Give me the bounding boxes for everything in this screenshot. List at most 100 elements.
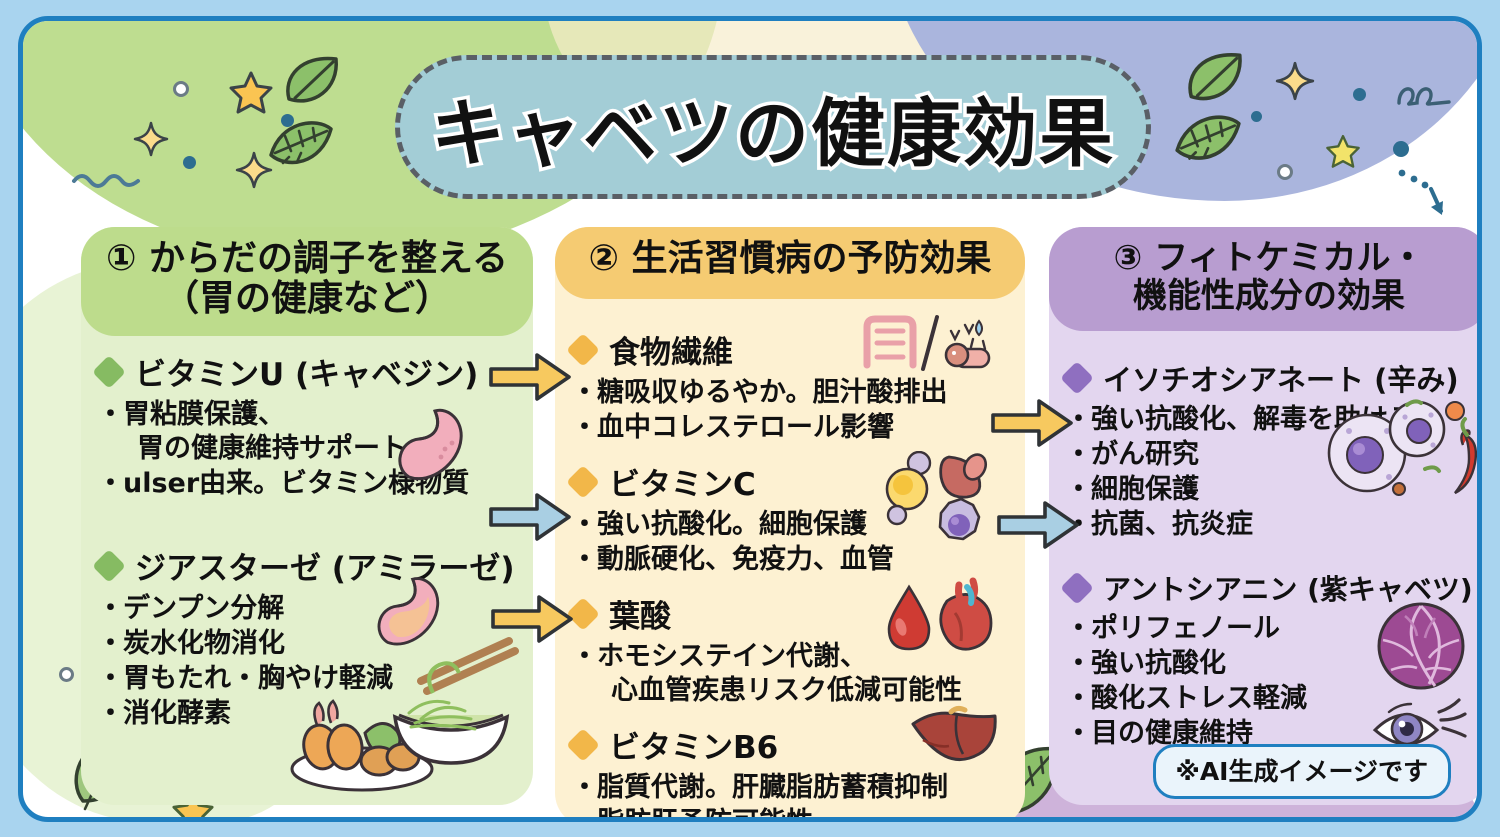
section-title-row: イソチオシアネート (辛み) (1060, 357, 1473, 399)
section-folate: 葉酸 ホモシステイン代謝、 心血管疾患リスク低減可能性 (566, 577, 1009, 708)
column-1-number: ① (106, 238, 137, 279)
ring-doodle (1277, 164, 1293, 180)
bullet-line: ポリフェノール (1091, 613, 1280, 645)
bullet-list: ホモシステイン代謝、 心血管疾患リスク低減可能性 (571, 640, 1009, 708)
section-vitamin-b6: ビタミンB6 脂質代謝。肝臓脂肪蓄積抑制 脂肪肝予防可能性 (566, 706, 1009, 817)
section-vitamin-u: ビタミンU (キャベジン) 胃粘膜保護、 胃の健康維持サポート ulser由来。… (92, 349, 517, 501)
column-phytochemicals: ③ フィトケミカル・ 機能性成分の効果 イソチオシアネート (辛み) 強い抗酸化… (1049, 227, 1477, 805)
section-title: アントシアニン (紫キャベツ) (1099, 568, 1477, 608)
section-dietary-fiber: 食物繊維 糖吸収ゆるやか。胆汁酸排出 血中コレステロール影響 (566, 315, 1009, 445)
column-2-heading-line1: 生活習慣病の予防効果 (631, 238, 992, 279)
bullet-line: デンプン分解 (123, 593, 285, 625)
bullet-line: 動脈硬化、免疫力、血管 (597, 544, 894, 576)
loop-squiggle-doodle (1395, 81, 1455, 113)
bullet-list: ポリフェノール 強い抗酸化 酸化ストレス軽減 目の健康維持 (1065, 612, 1473, 751)
section-title-row: ビタミンB6 (566, 722, 1009, 767)
arrow-col2-to-col3-bottom (995, 499, 1081, 551)
poster-card: キャベツの健康効果 ① からだの調子を整える （胃の健康など） ビタミンU (キ… (18, 16, 1482, 822)
diamond-bullet-icon (92, 548, 126, 583)
bullet-line: 強い抗酸化、解毒を助ける (1091, 404, 1415, 435)
list-item: 酸化ストレス軽減 (1065, 682, 1473, 716)
bullet-line: 消化酵素 (123, 698, 231, 730)
column-1-heading-line2: （胃の健康など） (162, 278, 451, 320)
list-item: 胃もたれ・胸やけ軽減 (97, 662, 517, 696)
section-title-row: 食物繊維 (566, 327, 1009, 372)
diamond-bullet-icon (566, 727, 600, 762)
list-item: 脂質代謝。肝臓脂肪蓄積抑制 (571, 771, 1009, 805)
section-title: ビタミンU (キャベジン) (131, 349, 483, 394)
page-title: キャベツの健康効果 (428, 87, 1117, 180)
section-title-row: ジアスターゼ (アミラーゼ) (92, 543, 519, 588)
column-1-heading-line1: からだの調子を整える (149, 238, 508, 279)
section-diastase: ジアスターゼ (アミラーゼ) デンプン分解 炭水化物消化 胃もたれ・胸やけ軽減 … (92, 543, 519, 731)
bullet-line: 胃粘膜保護、 (123, 399, 285, 430)
dotted-arrow-doodle (1397, 167, 1457, 227)
squiggle-doodle (71, 169, 141, 193)
column-2-header: ② 生活習慣病の予防効果 (555, 227, 1025, 300)
bullet-line: 酸化ストレス軽減 (1091, 683, 1307, 715)
star-icon (228, 69, 274, 119)
bullet-line: 強い抗酸化 (1091, 648, 1226, 680)
list-item: ポリフェノール (1065, 612, 1473, 646)
list-item: 強い抗酸化 (1065, 647, 1473, 681)
list-item: 血中コレステロール影響 (571, 411, 1009, 445)
sparkle-icon (133, 121, 169, 161)
bullet-line: 強い抗酸化。細胞保護 (597, 509, 867, 541)
sparkle-icon (1275, 61, 1315, 105)
column-3-header: ③ フィトケミカル・ 機能性成分の効果 (1049, 227, 1477, 332)
arrow-col2-to-col3-top (989, 397, 1075, 449)
bullet-line: ホモシステイン代謝、 (597, 641, 867, 673)
leaf-icon (1171, 113, 1243, 169)
section-title-row: ビタミンU (キャベジン) (92, 349, 517, 394)
dot-doodle (1353, 88, 1366, 101)
dot-doodle (183, 156, 196, 169)
list-item: 強い抗酸化。細胞保護 (571, 508, 1009, 542)
list-item: 胃粘膜保護、 胃の健康維持サポート (97, 398, 517, 466)
bullet-line: 炭水化物消化 (123, 628, 285, 660)
bullet-line-cont: 心血管疾患リスク低減可能性 (611, 675, 962, 707)
section-title: ジアスターゼ (アミラーゼ) (131, 543, 519, 588)
section-title: ビタミンB6 (605, 722, 783, 767)
bullet-line: 脂肪肝予防可能性 (597, 807, 813, 817)
column-lifestyle-disease: ② 生活習慣病の予防効果 食物繊維 糖吸収ゆるやか。胆汁酸排出 血中コレステロー… (555, 227, 1025, 817)
list-item: 消化酵素 (97, 697, 517, 731)
section-title-row: アントシアニン (紫キャベツ) (1060, 568, 1477, 608)
section-isothiocyanate: イソチオシアネート (辛み) 強い抗酸化、解毒を助ける がん研究 細胞保護 抗菌… (1060, 357, 1477, 542)
column-3-heading-line2: 機能性成分の効果 (1133, 276, 1405, 317)
list-item: 抗菌、抗炎症 (1065, 508, 1473, 542)
list-item: 動脈硬化、免疫力、血管 (571, 543, 1009, 577)
bullet-line-cont: 胃の健康維持サポート (137, 433, 407, 465)
bullet-line: 脂質代謝。肝臓脂肪蓄積抑制 (597, 772, 948, 804)
list-item: がん研究 (1065, 438, 1473, 472)
section-vitamin-c: ビタミンC 強い抗酸化。細胞保護 動脈硬化、免疫力、血管 (566, 450, 1009, 577)
list-item: 強い抗酸化、解毒を助ける (1065, 403, 1473, 437)
column-2-body: 食物繊維 糖吸収ゆるやか。胆汁酸排出 血中コレステロール影響 (555, 315, 1025, 817)
section-title: 葉酸 (605, 591, 675, 636)
ai-generated-note: ※AI生成イメージです (1152, 744, 1451, 799)
bullet-line: ulser由来。ビタミン様物質 (123, 468, 470, 500)
section-title: ビタミンC (605, 459, 760, 504)
arrow-col1-to-col2-bottom (489, 593, 575, 645)
arrow-col1-to-col2-middle (487, 491, 573, 543)
bullet-list: デンプン分解 炭水化物消化 胃もたれ・胸やけ軽減 消化酵素 (97, 592, 517, 731)
section-title-row: ビタミンC (566, 459, 1009, 504)
bullet-line: 目の健康維持 (1091, 718, 1253, 750)
column-3-number: ③ (1113, 238, 1143, 278)
bullet-list: 糖吸収ゆるやか。胆汁酸排出 血中コレステロール影響 (571, 376, 1009, 445)
section-title: イソチオシアネート (辛み) (1099, 357, 1463, 399)
bullet-list: 強い抗酸化、解毒を助ける がん研究 細胞保護 抗菌、抗炎症 (1065, 403, 1473, 542)
column-1-body: ビタミンU (キャベジン) 胃粘膜保護、 胃の健康維持サポート ulser由来。… (81, 349, 533, 745)
ring-doodle (173, 81, 189, 97)
section-title-row: 葉酸 (566, 591, 1009, 636)
leaf-icon (265, 119, 335, 173)
list-item: デンプン分解 (97, 592, 517, 626)
section-title: 食物繊維 (605, 327, 737, 372)
diamond-bullet-icon (1060, 571, 1094, 606)
bullet-line: 血中コレステロール影響 (597, 412, 894, 444)
bullet-line: 抗菌、抗炎症 (1091, 509, 1253, 541)
ring-doodle (59, 667, 74, 682)
bullet-line: 糖吸収ゆるやか。胆汁酸排出 (597, 377, 948, 408)
list-item: 脂肪肝予防可能性 (571, 806, 1009, 817)
list-item: 目の健康維持 (1065, 717, 1473, 751)
column-1-header: ① からだの調子を整える （胃の健康など） (81, 227, 533, 336)
